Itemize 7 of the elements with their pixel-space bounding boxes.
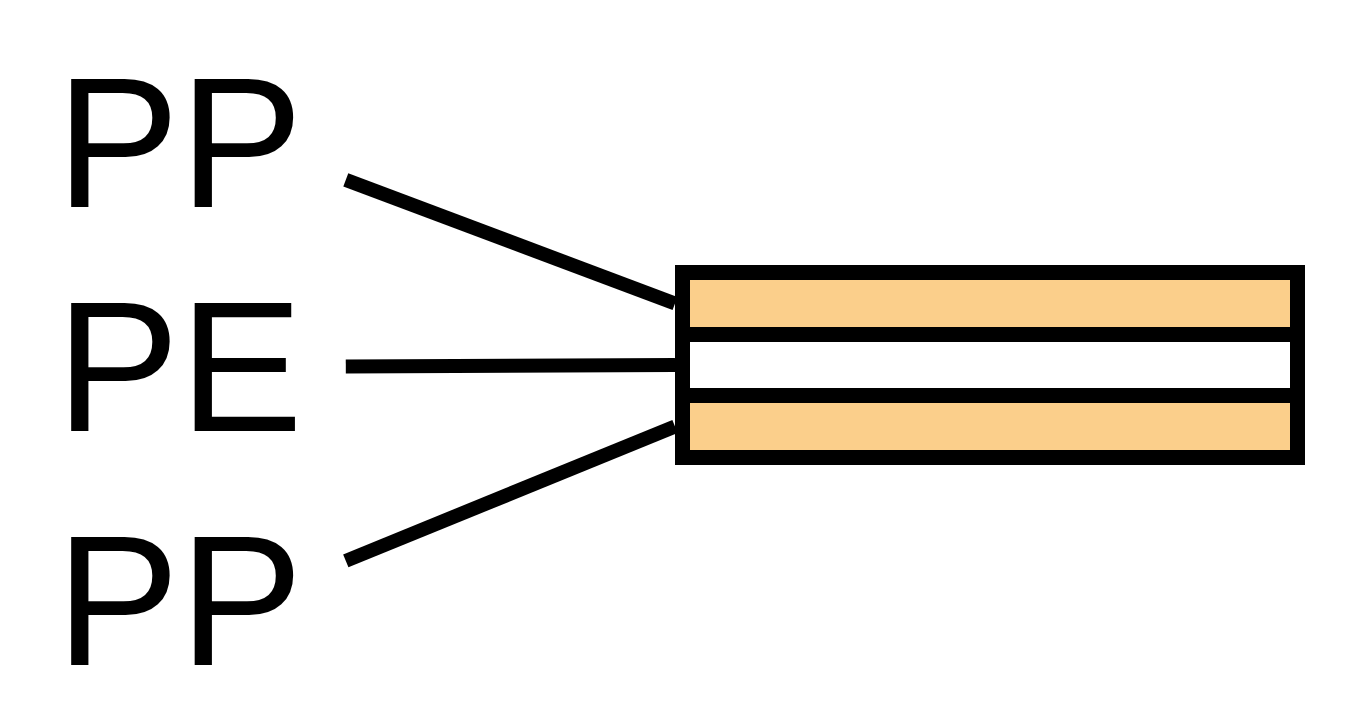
material-label: PE xyxy=(56,293,303,441)
material-label: PP xyxy=(56,527,303,675)
leader-line xyxy=(345,358,676,374)
laminate-layer xyxy=(675,403,1305,465)
laminate-layer xyxy=(675,265,1305,342)
material-label: PP xyxy=(56,69,303,217)
laminate-layer xyxy=(675,342,1305,403)
